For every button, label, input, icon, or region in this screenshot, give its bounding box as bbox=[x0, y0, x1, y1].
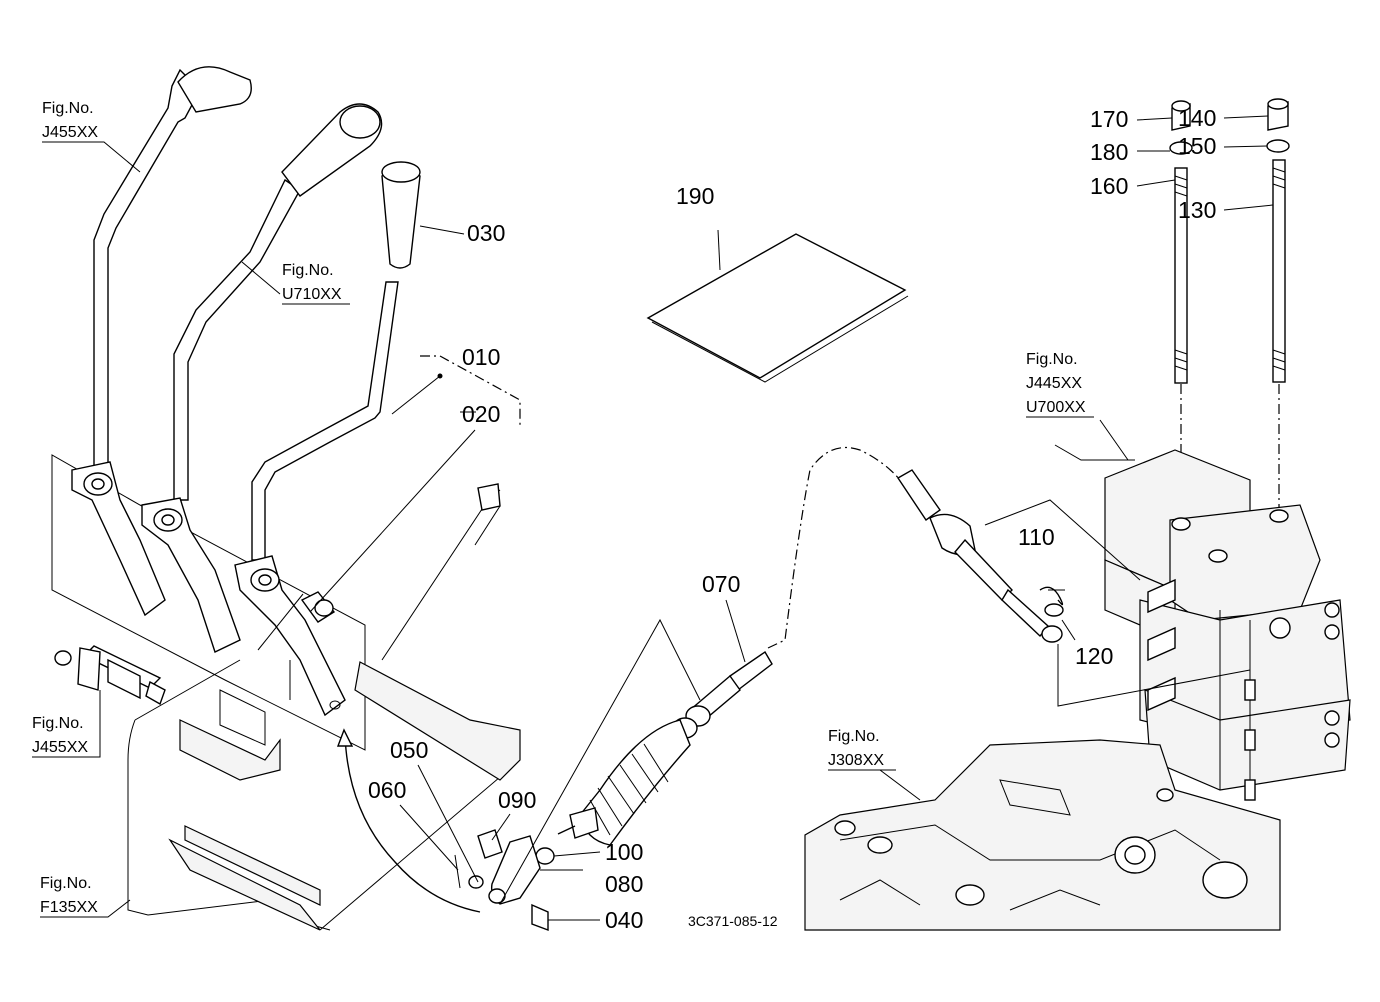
manual-booklet-drawing bbox=[646, 229, 909, 383]
callout-120: 120 bbox=[1075, 643, 1113, 669]
fig-label: Fig.No. bbox=[282, 262, 334, 279]
callout-100: 100 bbox=[605, 839, 643, 865]
callout-030: 030 bbox=[467, 220, 505, 246]
callout-130: 130 bbox=[1178, 197, 1216, 223]
fig-label: Fig.No. bbox=[1026, 351, 1078, 368]
fig-label: Fig.No. bbox=[42, 100, 94, 117]
fig-number: F135XX bbox=[40, 899, 98, 916]
fig-number: J455XX bbox=[42, 124, 98, 141]
callout-150: 150 bbox=[1178, 133, 1216, 159]
callout-110: 110 bbox=[1018, 524, 1055, 550]
fig-ref-j445-u700: Fig.No. J445XX U700XX bbox=[1026, 351, 1094, 418]
fig-ref-u710: Fig.No. U710XX bbox=[241, 261, 350, 305]
fig-ref-f135: Fig.No. F135XX bbox=[40, 875, 131, 918]
callout-060: 060 bbox=[368, 777, 406, 803]
fig-number: U700XX bbox=[1026, 399, 1086, 416]
fig-label: Fig.No. bbox=[828, 728, 880, 745]
callout-170: 170 bbox=[1090, 106, 1128, 132]
callout-190: 190 bbox=[676, 183, 714, 209]
fig-number: J455XX bbox=[32, 739, 88, 756]
callout-180: 180 bbox=[1090, 139, 1128, 165]
callout-010: 010 bbox=[462, 344, 500, 370]
control-cable-drawing bbox=[454, 446, 901, 932]
fig-label: Fig.No. bbox=[32, 715, 84, 732]
callout-080: 080 bbox=[605, 871, 643, 897]
part-number-callouts: 010 020 030 040 050 060 070 080 090 100 … bbox=[368, 105, 1216, 933]
fig-label: Fig.No. bbox=[40, 875, 92, 892]
fig-number: J308XX bbox=[828, 752, 884, 769]
lever-assembly-drawing bbox=[51, 66, 521, 931]
callout-090: 090 bbox=[498, 787, 536, 813]
callout-050: 050 bbox=[390, 737, 428, 763]
diagram-code: 3C371-085-12 bbox=[688, 913, 778, 929]
callout-070: 070 bbox=[702, 571, 740, 597]
fig-ref-j308: Fig.No. J308XX bbox=[828, 728, 896, 771]
callout-160: 160 bbox=[1090, 173, 1128, 199]
fig-number: U710XX bbox=[282, 286, 342, 303]
fig-ref-j455-top: Fig.No. J455XX bbox=[42, 100, 141, 173]
fig-number: J445XX bbox=[1026, 375, 1082, 392]
callout-140: 140 bbox=[1178, 105, 1216, 131]
fig-ref-j455-left: Fig.No. J455XX bbox=[32, 690, 101, 758]
control-valve-drawing bbox=[804, 98, 1351, 931]
figure-references: Fig.No. J455XX Fig.No. U710XX Fig.No. J4… bbox=[32, 100, 1094, 918]
callout-020: 020 bbox=[462, 401, 500, 427]
callout-040: 040 bbox=[605, 907, 643, 933]
